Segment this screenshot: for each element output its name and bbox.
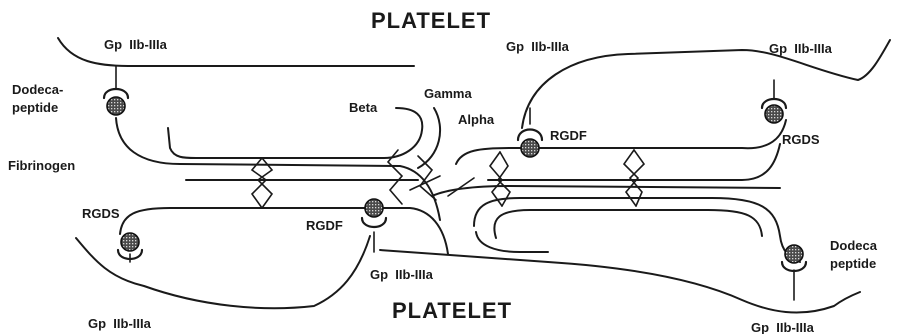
rgdf-bottom-binding (362, 199, 386, 252)
fibrinogen-label: Fibrinogen (8, 158, 75, 173)
alpha-label: Alpha (458, 112, 495, 127)
fibrinogen-right-upper-chain (456, 120, 786, 164)
dodecapeptide-right-label-1: Dodeca (830, 238, 878, 253)
dodecapeptide-left-binding (104, 66, 128, 115)
receptor-label-top-right: Gp IIb-IIIa (769, 41, 833, 56)
beta-label: Beta (349, 100, 378, 115)
rgds-right-binding (762, 80, 786, 123)
beta-chain (168, 108, 422, 158)
fibrinogen-lower-chain (120, 208, 448, 254)
fibrinogen-upper-chain (116, 118, 440, 220)
bottom-left-platelet-membrane (76, 236, 370, 308)
fibrinogen-right-middle-chain (432, 186, 780, 196)
receptor-label-bottom-right: Gp IIb-IIIa (751, 320, 815, 334)
dodecapeptide-left-label-1: Dodeca- (12, 82, 63, 97)
dodecapeptide-right-binding (782, 245, 806, 300)
platelet-bottom-label: PLATELET (392, 298, 512, 323)
gamma-label: Gamma (424, 86, 472, 101)
dodecapeptide-right-label-2: peptide (830, 256, 876, 271)
rgds-left-binding (118, 233, 142, 262)
receptor-label-top-left: Gp IIb-IIIa (104, 37, 168, 52)
receptor-label-bottom-left: Gp IIb-IIIa (88, 316, 152, 331)
rgds-right-label: RGDS (782, 132, 820, 147)
receptor-label-bottom-center: Gp IIb-IIIa (370, 267, 434, 282)
fibrinogen-right-outer-loop (476, 232, 548, 252)
top-right-platelet-membrane (522, 40, 890, 128)
rgds-left-label: RGDS (82, 206, 120, 221)
receptor-label-top-center: Gp IIb-IIIa (506, 39, 570, 54)
rgdf-top-binding (518, 108, 542, 157)
fibrinogen-right-inner-loop (494, 210, 762, 238)
dodecapeptide-left-label-2: peptide (12, 100, 58, 115)
platelet-top-label: PLATELET (371, 8, 491, 33)
rgdf-bottom-label: RGDF (306, 218, 343, 233)
rgdf-top-label: RGDF (550, 128, 587, 143)
